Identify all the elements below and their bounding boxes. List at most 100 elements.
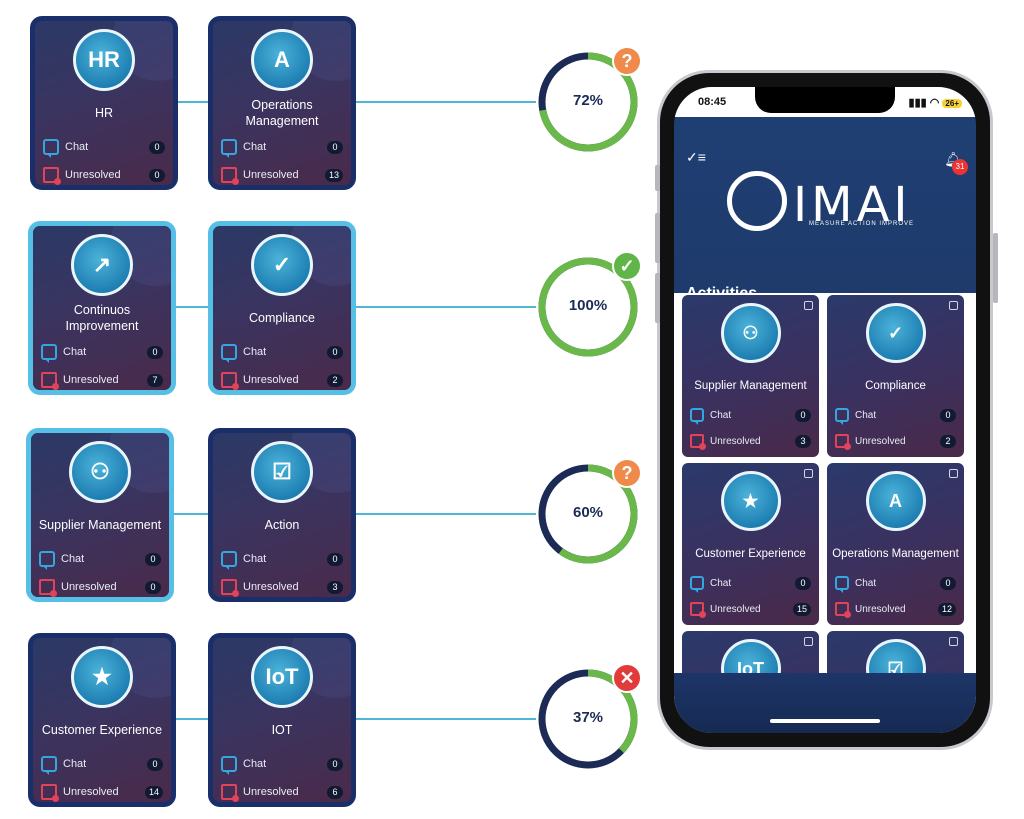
unresolved-label: Unresolved (65, 169, 121, 181)
chat-icon (221, 139, 237, 158)
unresolved-icon (221, 784, 239, 802)
logo-tagline: MEASURE ACTION IMPROVE (809, 221, 915, 227)
unresolved-icon (221, 579, 239, 597)
open-external-icon[interactable] (804, 637, 813, 646)
home-indicator[interactable] (770, 719, 880, 723)
unresolved-label: Unresolved (710, 435, 761, 447)
progress-value: 37% (572, 709, 604, 726)
unresolved-icon (835, 434, 851, 450)
unresolved-icon (221, 372, 239, 390)
unresolved-label: Unresolved (243, 374, 299, 386)
logo-wordmark: IMAI (793, 177, 912, 233)
unresolved-row[interactable]: Unresolved 3 (221, 577, 343, 597)
phone-side-button (993, 233, 998, 303)
chat-label: Chat (243, 141, 267, 153)
chat-icon (43, 139, 59, 158)
complete-status-icon: ✓ (612, 251, 642, 281)
chat-label: Chat (63, 758, 87, 770)
pending-status-icon: ? (612, 46, 642, 76)
logo-mark-icon (727, 171, 787, 231)
card-title: Customer Experience (41, 723, 163, 737)
network-people-icon: ⚇ (720, 303, 781, 363)
tile-title: Customer Experience (695, 547, 806, 560)
progress-ring-chart (538, 669, 638, 769)
hr-icon: HR (73, 29, 135, 91)
open-external-icon[interactable] (949, 301, 958, 310)
chat-row[interactable]: Chat 0 (221, 549, 343, 570)
chat-label: Chat (61, 553, 85, 565)
connector-line (176, 718, 208, 720)
open-external-icon[interactable] (949, 469, 958, 478)
unresolved-icon (41, 372, 59, 390)
chat-count: 0 (147, 345, 163, 359)
phone-notch (755, 87, 895, 113)
chat-count: 0 (327, 552, 343, 566)
open-external-icon[interactable] (949, 637, 958, 646)
open-external-icon[interactable] (804, 301, 813, 310)
phone-side-button (655, 213, 660, 263)
audit-icon: A (865, 471, 926, 531)
connector-line (174, 513, 208, 515)
progress-arc (538, 464, 638, 564)
progress-ring: 100%✓ (536, 251, 642, 359)
card-title: Supplier Management (38, 518, 162, 532)
open-external-icon[interactable] (804, 469, 813, 478)
chat-label: Chat (243, 758, 267, 770)
chat-icon (41, 344, 57, 363)
unresolved-row[interactable]: Unresolved 2 (221, 370, 343, 390)
connector-line (356, 306, 536, 308)
chat-icon (41, 756, 57, 775)
checklist-menu-icon[interactable]: ✓≡ (686, 149, 706, 165)
chat-icon (39, 551, 55, 570)
progress-arc (538, 669, 638, 769)
chat-label: Chat (243, 553, 267, 565)
unresolved-count: 3 (327, 580, 343, 594)
unresolved-label: Unresolved (63, 374, 119, 386)
unresolved-count: 2 (327, 373, 343, 387)
progress-value: 72% (572, 92, 604, 109)
iot-icon: IoT (251, 646, 313, 708)
card-title: Continuos Improvement (65, 303, 139, 333)
unresolved-label: Unresolved (243, 581, 299, 593)
pending-status-icon: ? (612, 458, 642, 488)
bottom-bar (674, 673, 976, 733)
unresolved-label: Unresolved (61, 581, 117, 593)
